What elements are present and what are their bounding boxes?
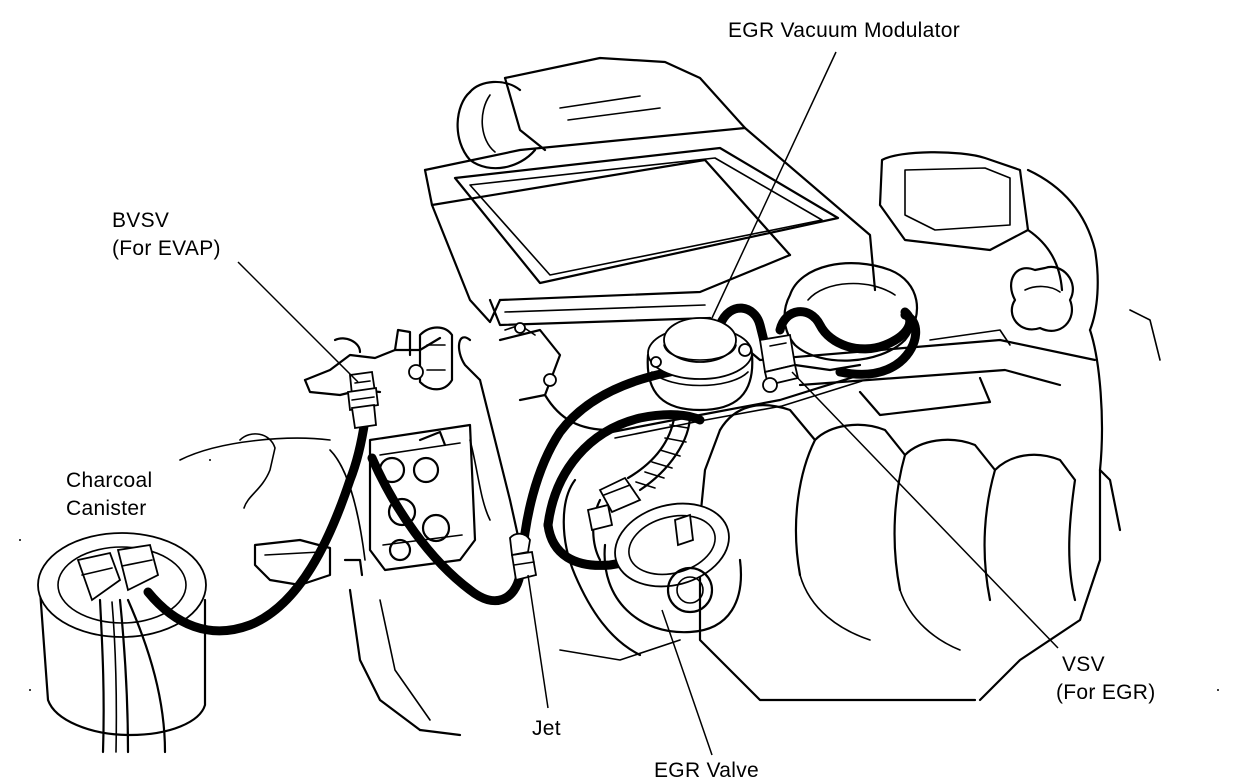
label-egr-valve: EGR Valve — [654, 759, 760, 782]
charcoal-canister — [37, 532, 207, 754]
right-engine-components — [783, 151, 1161, 702]
leader-bvsv — [237, 261, 359, 383]
throttle-body-area — [457, 322, 642, 657]
label-vsv: VSV — [1062, 653, 1105, 676]
leader-lines — [237, 51, 1059, 756]
label-charcoal: Charcoal — [66, 469, 153, 492]
bvsv-fitting — [347, 370, 379, 430]
label-canister: Canister — [66, 497, 147, 520]
leader-jet — [527, 574, 549, 709]
leader-vsv — [791, 371, 1059, 649]
leader-egr-vacuum-modulator — [711, 51, 837, 319]
label-bvsv: BVSV — [112, 209, 170, 232]
vsv-egr — [758, 333, 862, 393]
label-egr-vacuum-modulator: EGR Vacuum Modulator — [728, 19, 961, 42]
leader-egr-valve — [661, 609, 713, 756]
vacuum-hoses — [143, 303, 921, 636]
label-jet: Jet — [532, 717, 561, 740]
air-cleaner-housing — [423, 56, 877, 327]
label-bvsv-for-evap: (For EVAP) — [112, 237, 221, 260]
label-vsv-for-egr: (For EGR) — [1056, 681, 1156, 704]
jet-fitting — [509, 532, 538, 582]
stray-dots — [19, 459, 1219, 691]
egr-valve — [586, 410, 742, 634]
egr-vacuum-modulator — [646, 317, 754, 412]
